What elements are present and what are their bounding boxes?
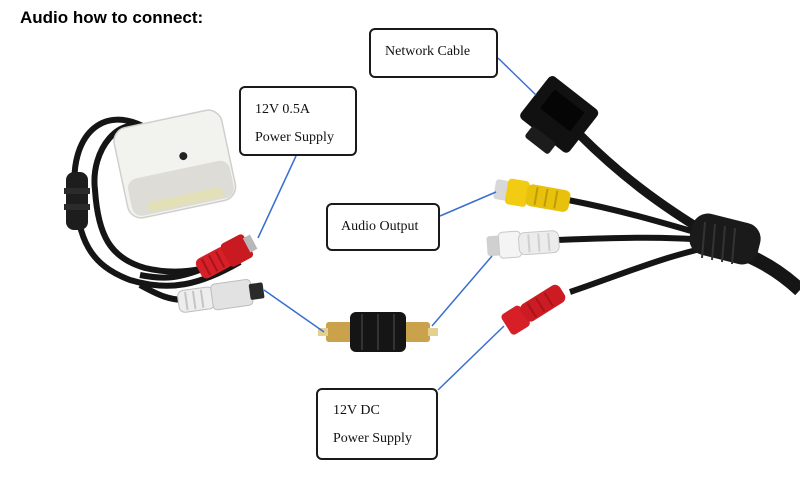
callout-network-cable: Network Cable (369, 28, 498, 78)
audio-pickup-module (64, 109, 265, 313)
leader-coupler-module (263, 289, 325, 333)
network-cable-breakout (486, 76, 800, 335)
callout-12v-power-supply: 12V 0.5A Power Supply (239, 86, 357, 156)
callout-dc-power-line2: Power Supply (333, 431, 412, 446)
callout-12v-power-line1: 12V 0.5A (255, 102, 310, 117)
diagram-title: Audio how to connect: (20, 8, 204, 27)
callout-network-cable-label: Network Cable (385, 44, 471, 59)
callout-dc-power-supply: 12V DC Power Supply (316, 388, 438, 460)
leader-network-cable (497, 57, 537, 96)
callout-audio-output-label: Audio Output (341, 219, 419, 234)
leader-power-12v (257, 155, 297, 239)
callout-audio-output: Audio Output (326, 203, 440, 251)
rca-coupler (318, 312, 438, 352)
leader-audio-output (439, 191, 497, 217)
leader-lines (257, 57, 537, 391)
leader-dc-power (437, 325, 505, 391)
leader-coupler-white (431, 255, 493, 327)
callout-12v-power-line2: Power Supply (255, 130, 334, 145)
callout-dc-power-line1: 12V DC (333, 403, 380, 418)
